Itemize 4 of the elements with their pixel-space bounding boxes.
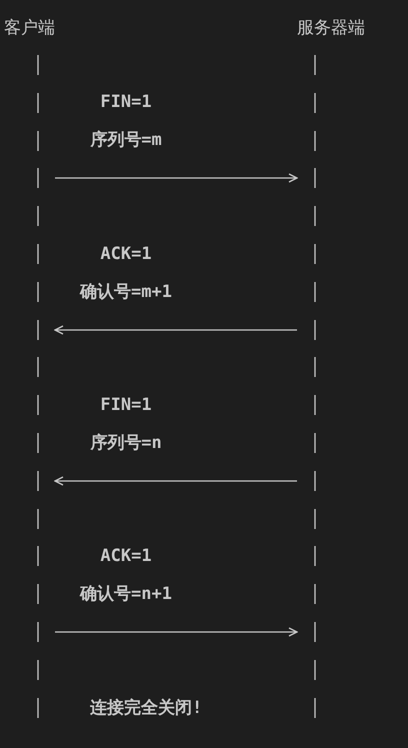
arrow	[54, 325, 297, 335]
arrow	[55, 627, 298, 637]
arrow	[54, 476, 297, 486]
arrow	[55, 173, 298, 183]
